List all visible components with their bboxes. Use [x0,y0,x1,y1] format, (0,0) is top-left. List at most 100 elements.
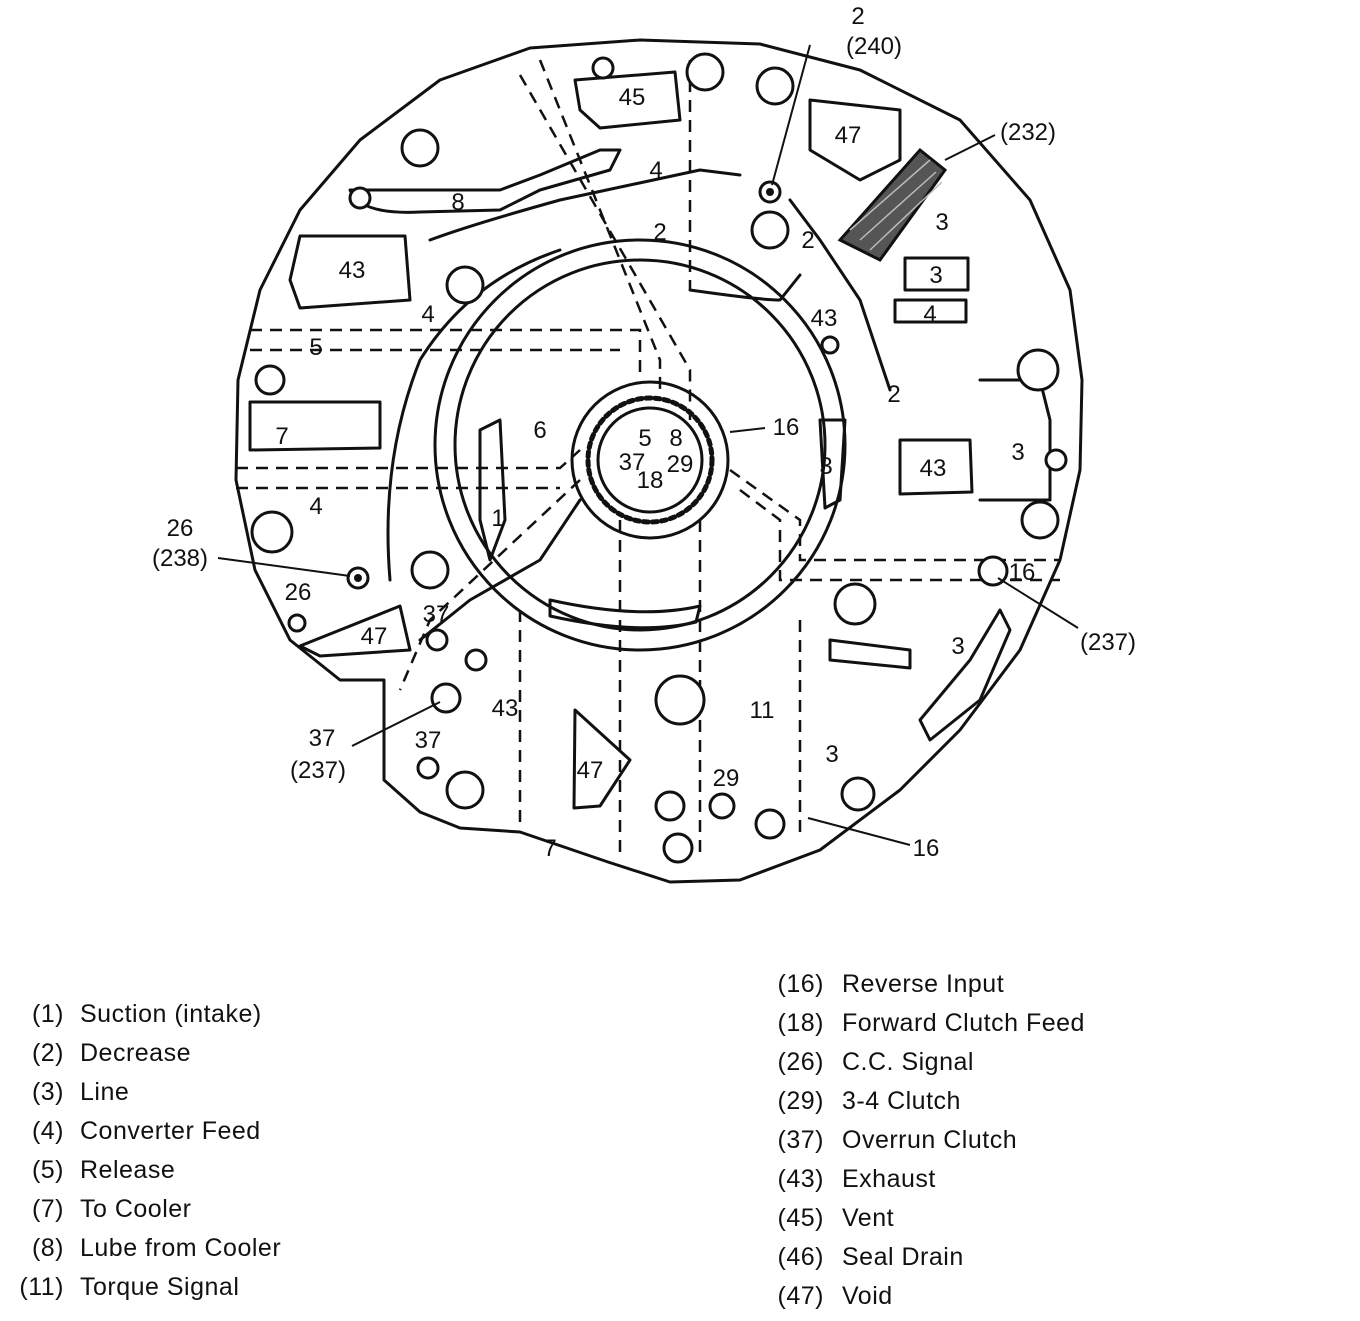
area-label-a4-lower: 4 [309,493,322,520]
hub-gear [585,395,715,525]
legend-code: (18) [777,1009,824,1037]
bolt-hole [662,832,694,864]
area-label-a16-port: 16 [1009,559,1036,586]
legend-code: (1) [31,1000,64,1028]
area-label-a47-left: 47 [361,623,388,650]
legend-code: (45) [777,1204,824,1232]
area-label-a2-lower: 2 [887,381,900,408]
callout-c237-right-line-0: (237) [1080,629,1136,656]
legend-description: To Cooler [80,1195,192,1223]
pocket-43-right [898,438,974,496]
dashed-passage-diag-3 [398,479,581,691]
callout-c2-240-line-1: (240) [846,33,902,60]
legend-description: Torque Signal [80,1273,240,1301]
area-label-a18-hub: 18 [637,467,664,494]
callout-c16-center-line-0: 16 [773,414,800,441]
legend-row: (2) Decrease [0,1039,360,1078]
bolt-hole [1044,448,1068,472]
bolt-hole [410,550,450,590]
legend-row: (37) Overrun Clutch [760,1126,1140,1165]
legend-description: Void [842,1282,893,1310]
rotor-bore [433,238,847,652]
legend-description: Lube from Cooler [80,1234,282,1262]
legend-code: (46) [777,1243,824,1271]
legend-code: (16) [777,970,824,998]
filter-screen-232 [837,147,948,262]
rotor-bore-inner [453,258,827,632]
area-label-a4-left: 4 [421,301,434,328]
legend-description: Overrun Clutch [842,1126,1018,1154]
hub-inner [596,406,704,514]
bolt-hole [833,582,877,626]
bolt-hole [1020,500,1060,540]
pump-body-outline [234,38,1084,884]
callout-c232-line-0: (232) [1000,119,1056,146]
channel-2-upper [688,273,802,302]
area-label-a4-top: 4 [649,157,662,184]
area-label-a1: 1 [491,505,504,532]
dashed-passage-diag-1 [518,74,692,420]
check-ball-238-center [354,574,362,582]
legend-row: (26) C.C. Signal [760,1048,1140,1087]
legend-code: (2) [31,1039,64,1067]
area-label-a6: 6 [533,417,546,444]
bolt-hole [591,56,615,80]
legend-code: (3) [31,1078,64,1106]
pocket-3-box [903,256,970,292]
legend-row: (47)Void [760,1282,1140,1321]
check-ball-237-bottom [430,682,462,714]
legend-description: Converter Feed [80,1117,261,1145]
legend-row: (46) Seal Drain [760,1243,1140,1282]
legend-code: (26) [777,1048,824,1076]
area-label-a3-lowright: 3 [951,633,964,660]
area-label-a26: 26 [285,579,312,606]
pocket-45 [573,70,682,130]
area-label-a8-hub: 8 [669,425,682,452]
callout-c37-237-line-0: 37 [309,725,336,752]
legend-description: Reverse Input [842,970,1005,998]
legend-row: (18)Forward Clutch Feed [760,1009,1140,1048]
legend-description: Suction (intake) [80,1000,262,1028]
legend-code: (43) [777,1165,824,1193]
pocket-4-box [893,298,968,324]
area-label-a3-right: 3 [1011,439,1024,466]
legend-code: (4) [31,1117,64,1145]
callout-c2-240-line-0: 2 [851,3,864,30]
area-label-a8: 8 [451,189,464,216]
legend-right: (16) Reverse Input (18)Forward Clutch Feed… [760,970,1140,1310]
legend-description: Seal Drain [842,1243,964,1271]
area-label-a37-hub: 37 [619,449,646,476]
bolt-hole [708,792,736,820]
callout-c16-bottom-line-0: 16 [913,835,940,862]
pocket-47-left [298,604,412,658]
legend-description: Decrease [80,1039,191,1067]
legend-row: (16) Reverse Input [760,970,1140,1009]
pocket-47-top [808,98,902,182]
bolt-hole [464,648,488,672]
dashed-passage-diag-2 [538,59,662,390]
callout-c26-238-line-0: 26 [167,515,194,542]
area-label-a5-hub: 5 [638,425,651,452]
bolt-hole [348,186,372,210]
bolt-hole [1016,348,1060,392]
legend-row: (29)3-4 Clutch [760,1087,1140,1126]
legend-code: (37) [777,1126,824,1154]
bolt-hole [755,66,795,106]
legend-row: (45)Vent [760,1204,1140,1243]
channel-lower-left [418,498,582,642]
legend-description: C.C. Signal [842,1048,974,1076]
legend-description: Line [80,1078,130,1106]
bolt-hole [416,756,440,780]
leader-232 [944,134,996,161]
area-label-a5: 5 [309,334,322,361]
area-label-a37-bottom: 37 [415,727,442,754]
pocket-47-bottom [572,708,632,810]
legend-row: (43)Exhaust [760,1165,1140,1204]
area-label-a2-right: 2 [801,227,814,254]
area-label-a29-hub: 29 [667,451,694,478]
legend-code: (5) [31,1156,64,1184]
bolt-hole [254,364,286,396]
channel-lower-right [828,638,912,670]
